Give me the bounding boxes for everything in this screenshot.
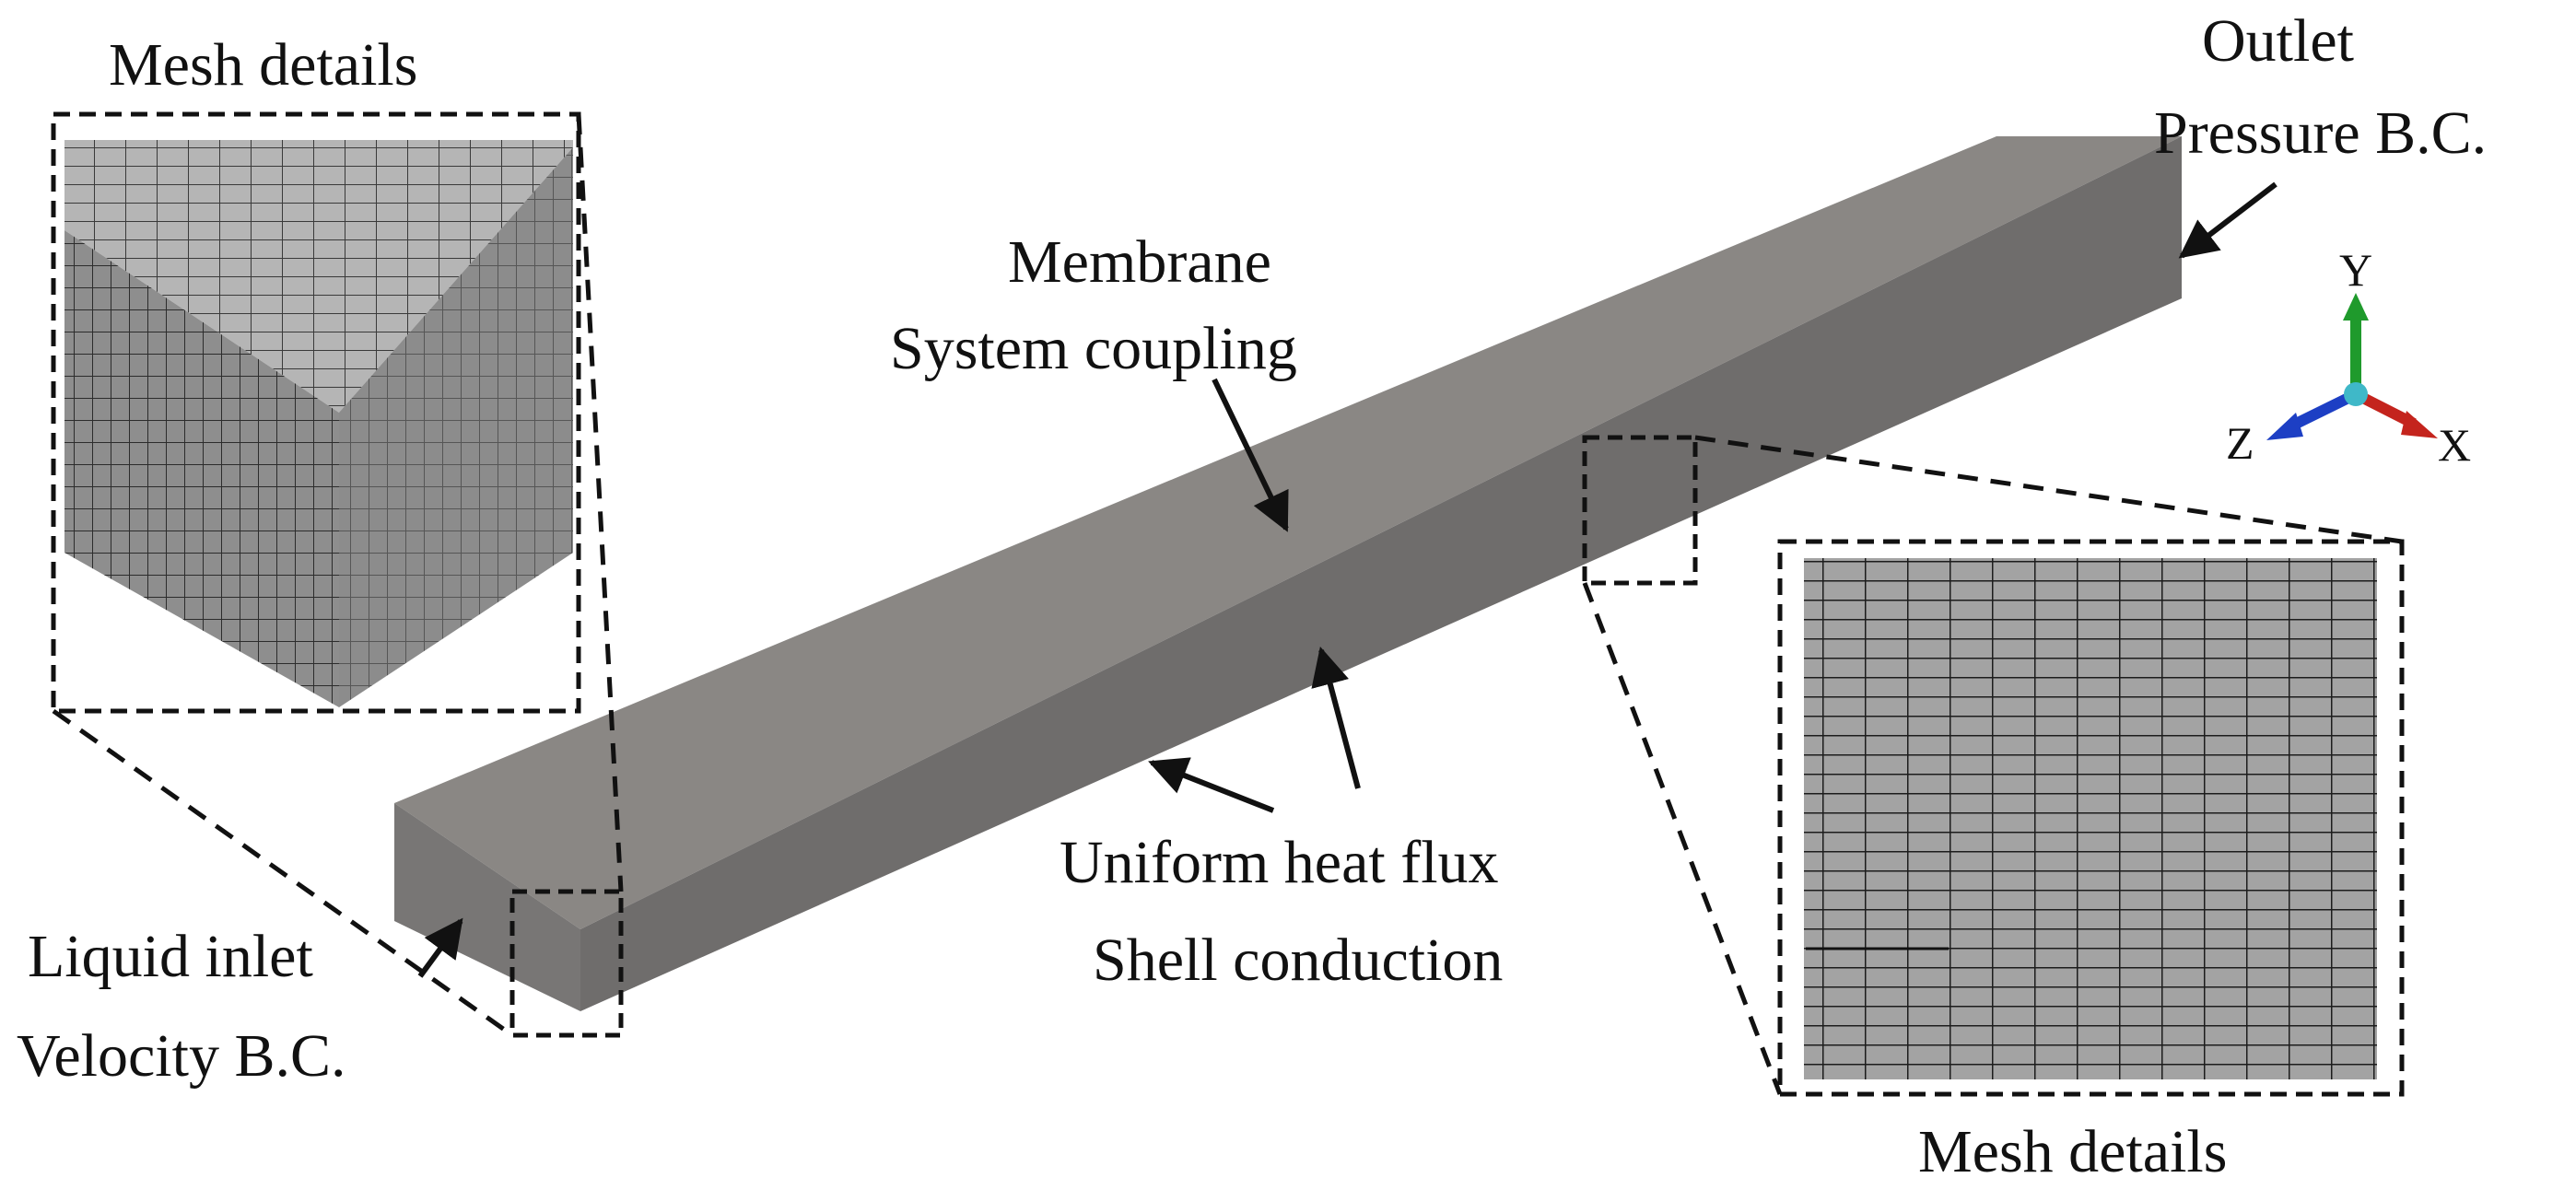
mesh-left-frame bbox=[51, 111, 581, 714]
heat-flux-label-2: Shell conduction bbox=[1093, 927, 1503, 994]
outlet-label-1: Outlet bbox=[2202, 7, 2354, 75]
arrow-heatflux-1 bbox=[1311, 646, 1361, 789]
arrow-heatflux-2 bbox=[1148, 757, 1275, 813]
zoom-box-inlet bbox=[509, 889, 624, 1038]
axis-z-label: Z bbox=[2226, 417, 2254, 469]
membrane-label-1: Membrane bbox=[1008, 228, 1271, 296]
membrane-label-2: System coupling bbox=[890, 315, 1297, 382]
mesh-left-top bbox=[64, 140, 573, 413]
mesh-right-frame bbox=[1777, 539, 2405, 1097]
arrow-outlet bbox=[2178, 181, 2277, 259]
heat-flux-label-1: Uniform heat flux bbox=[1060, 829, 1499, 896]
axis-y-label: Y bbox=[2339, 244, 2372, 296]
axis-y-head bbox=[2343, 293, 2369, 321]
mesh-details-left-label: Mesh details bbox=[109, 31, 417, 99]
outlet-label-2: Pressure B.C. bbox=[2154, 99, 2487, 167]
arrow-membrane bbox=[1212, 378, 1289, 532]
mesh-inset-left bbox=[51, 111, 581, 714]
axis-z-head bbox=[2266, 413, 2303, 440]
axis-origin bbox=[2344, 382, 2368, 406]
mesh-left-front bbox=[64, 230, 339, 707]
axis-triad: Y Z X bbox=[2226, 244, 2471, 471]
pointer-arrows bbox=[417, 181, 2277, 978]
inlet-label-2: Velocity B.C. bbox=[17, 1022, 346, 1090]
arrow-inlet bbox=[417, 917, 463, 978]
mesh-details-right-label: Mesh details bbox=[1918, 1118, 2227, 1185]
axis-x-head bbox=[2401, 411, 2438, 438]
mesh-inset-right bbox=[1777, 539, 2405, 1097]
channel-top-face bbox=[394, 136, 2182, 929]
channel-front-face bbox=[580, 136, 2182, 1011]
mesh-right-grid bbox=[1804, 558, 2377, 1079]
zoom-leaders bbox=[52, 113, 2403, 1095]
zoom-box-middle bbox=[1582, 435, 1698, 586]
inlet-label-1: Liquid inlet bbox=[28, 923, 313, 990]
channel-end-face bbox=[394, 803, 580, 1011]
channel-geometry bbox=[394, 136, 2182, 1011]
axis-x-label: X bbox=[2438, 419, 2471, 471]
